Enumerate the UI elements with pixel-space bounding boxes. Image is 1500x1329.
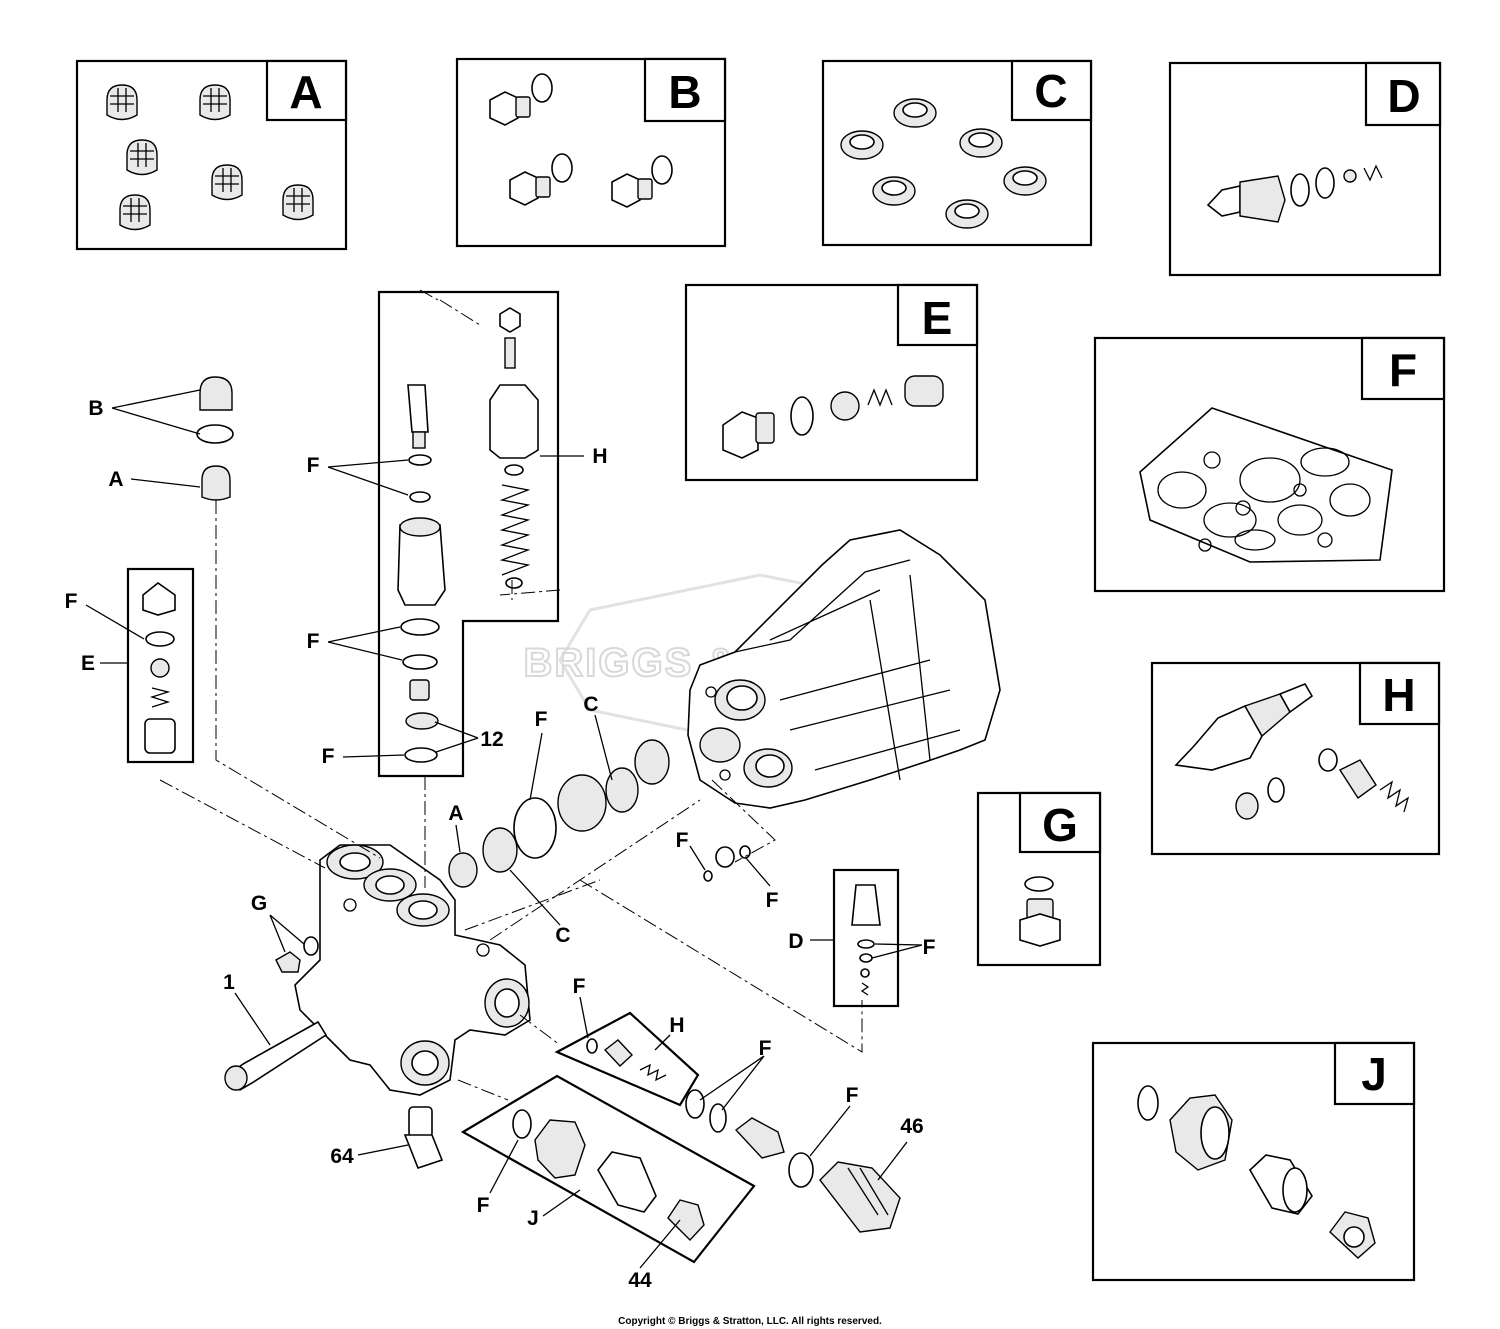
kit-letter-c: C: [1034, 65, 1067, 117]
callout-f-small-1: F: [676, 829, 689, 852]
callout-f-valve-1: F: [307, 454, 320, 477]
callout-f-valve-3: F: [322, 745, 335, 768]
check-valve-icon: [106, 84, 314, 231]
callout-h-low: H: [669, 1014, 684, 1037]
callout-e-left: E: [81, 652, 95, 675]
kit-letter-d: D: [1387, 70, 1420, 122]
lower-right-fittings: [685, 1089, 901, 1233]
bolt-part: [224, 1020, 328, 1092]
plug-icon: [489, 73, 673, 208]
callout-j-low: J: [527, 1207, 539, 1230]
callout-f-d: F: [923, 936, 936, 959]
callout-1: 1: [223, 971, 235, 994]
left-check-valve-kit: [126, 567, 195, 764]
kit-box-d: D: [1168, 61, 1442, 277]
callout-f-pair: F: [759, 1037, 772, 1060]
callout-f-small-2: F: [766, 889, 779, 912]
callout-c-top: C: [583, 693, 598, 716]
callout-46: 46: [900, 1115, 923, 1138]
g-plug-parts: [275, 936, 319, 973]
kit-box-c: C: [821, 59, 1093, 247]
callout-c-mid: C: [555, 924, 570, 947]
callout-h-valve: H: [592, 445, 607, 468]
kit-box-b: B: [455, 57, 727, 248]
kit-box-a: A: [75, 59, 348, 251]
leader-lines: [85, 389, 923, 1269]
pump-crankcase: [687, 529, 1001, 809]
kit-box-f: F: [1093, 336, 1446, 593]
callout-f-mid-top: F: [535, 708, 548, 731]
copyright-notice: Copyright © Briggs & Stratton, LLC. All …: [618, 1316, 882, 1327]
callout-g-left: G: [251, 892, 267, 915]
seal-ring-icon: [840, 98, 1047, 229]
plug-oring-icon: [1019, 876, 1061, 947]
kit-letter-j: J: [1361, 1048, 1387, 1100]
callout-a-mid: A: [448, 802, 463, 825]
callout-64: 64: [330, 1145, 354, 1168]
callout-f-left: F: [65, 590, 78, 613]
kit-box-g: G: [976, 791, 1102, 967]
callout-labels: B A F E F H F F 12 F C A C F F G 1 64 D …: [65, 397, 936, 1292]
callout-44: 44: [628, 1269, 652, 1292]
lower-j-panel: [460, 1074, 756, 1264]
kit-box-h: H: [1150, 661, 1441, 856]
kit-letter-h: H: [1382, 669, 1415, 721]
outlet-fitting-icon: [1137, 1085, 1376, 1259]
plug-and-check-valve: [196, 376, 234, 501]
callout-d-mid: D: [788, 930, 803, 953]
check-valve-parts-icon: [722, 375, 944, 459]
kit-letter-f: F: [1389, 344, 1417, 396]
lower-h-panel: [554, 1011, 700, 1107]
callout-f-j: F: [477, 1194, 490, 1217]
callout-f-46: F: [846, 1084, 859, 1107]
kit-box-j: J: [1091, 1041, 1416, 1282]
alignment-lines: [159, 289, 863, 1101]
kit-letter-b: B: [668, 66, 701, 118]
d-column-kit: [832, 868, 900, 1008]
callout-f-valve-2: F: [307, 630, 320, 653]
unloader-nipple-icon: [1206, 164, 1383, 223]
valve-assembly-panel: [377, 290, 560, 778]
kit-box-e: E: [684, 283, 979, 482]
kit-letter-g: G: [1042, 799, 1078, 851]
elbow-fitting-part: [403, 1106, 444, 1169]
pump-manifold: [294, 844, 531, 1096]
oring-bag-icon: [1139, 407, 1393, 563]
seal-stack-part: [448, 739, 751, 888]
kit-letter-a: A: [289, 66, 322, 118]
callout-f-h-low: F: [573, 975, 586, 998]
kit-letter-e: E: [922, 292, 953, 344]
callout-12: 12: [480, 728, 503, 751]
callout-b-left: B: [88, 397, 103, 420]
unloader-assembly-icon: [1174, 683, 1410, 820]
callout-a-left: A: [108, 468, 123, 491]
